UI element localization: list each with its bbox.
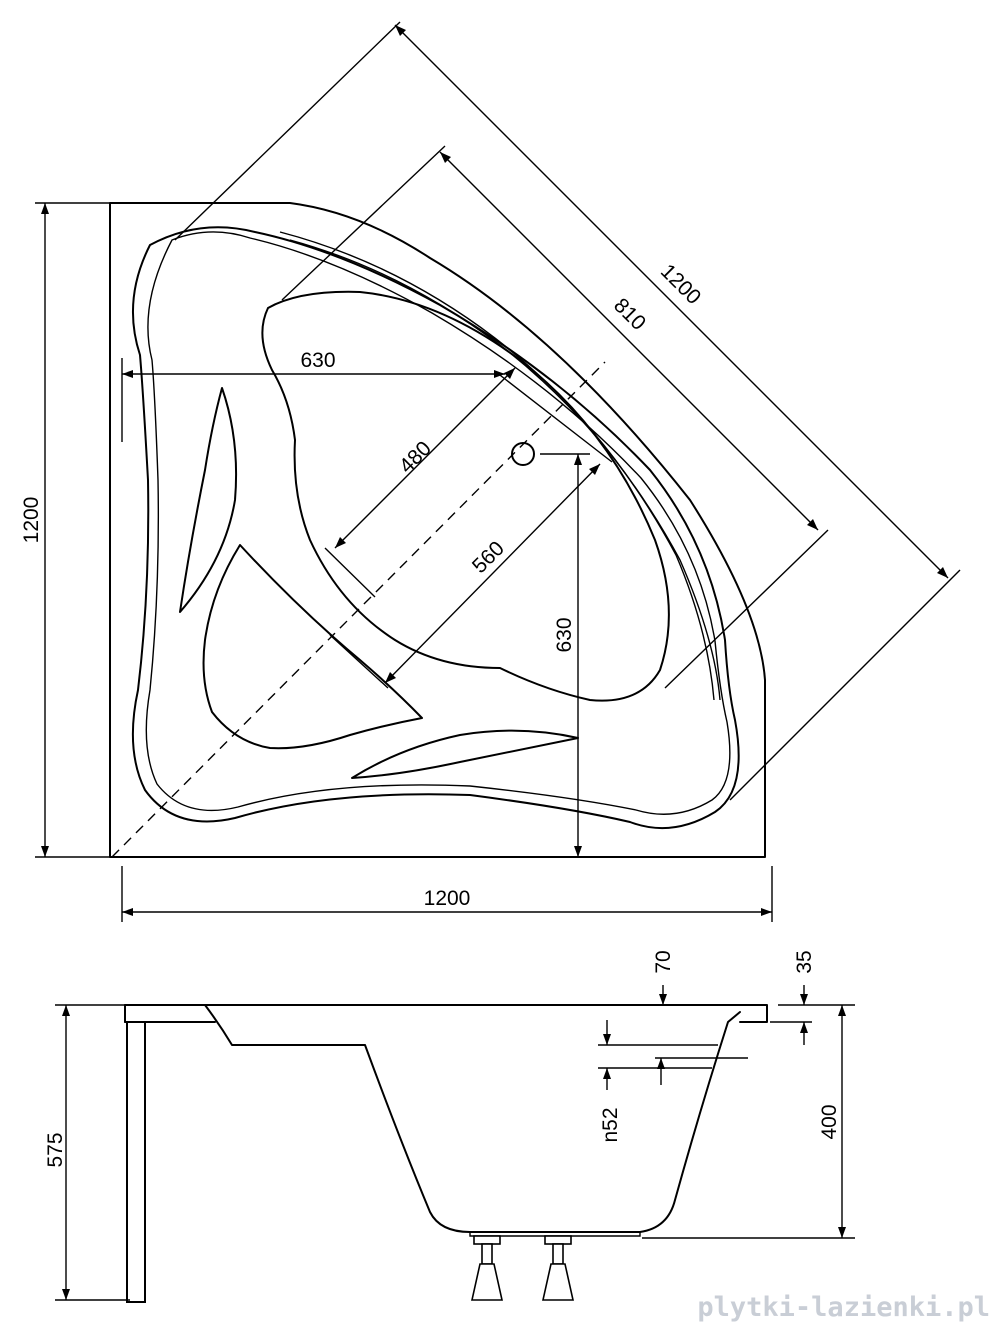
rim-groove-2 (279, 231, 715, 701)
dim-label-diagonal-810: 810 (609, 294, 650, 335)
dim-label-70: 70 (652, 950, 675, 973)
dim-label-width-bottom: 1200 (424, 887, 471, 910)
watermark-text: plytki-lazienki.pl (697, 1292, 990, 1322)
dim-label-n52: n52 (599, 1107, 622, 1142)
side-front-panel (126, 1021, 146, 1303)
dim-label-400: 400 (818, 1104, 841, 1139)
top-view: 1200 1200 630 630 1200 810 (20, 21, 961, 922)
symmetry-axis (111, 361, 606, 858)
dim-label-horizontal-630: 630 (300, 349, 335, 372)
tub-foot-right (542, 1235, 574, 1301)
drain-circle (511, 442, 535, 466)
seat-shape-bottom (351, 729, 579, 779)
dim-label-575: 575 (44, 1132, 67, 1167)
side-basin-profile (204, 1004, 741, 1233)
dim-label-diagonal-outer: 1200 (656, 260, 705, 309)
dim-label-560: 560 (468, 537, 509, 578)
dim-label-height-left: 1200 (20, 497, 43, 544)
seat-shape-left (179, 387, 238, 613)
tub-outer-outline (109, 202, 766, 858)
dim-label-480: 480 (395, 437, 436, 478)
side-view: 575 400 70 35 n52 (44, 950, 855, 1303)
tub-foot-left (471, 1235, 503, 1301)
dim-label-35: 35 (793, 950, 816, 973)
side-rim (124, 1004, 768, 1023)
tub-rim-inner (145, 231, 731, 815)
seat-shape-lower (202, 544, 423, 750)
dim-label-vertical-630: 630 (553, 617, 576, 652)
tub-rim-outline (131, 226, 740, 830)
basin-main (261, 290, 670, 702)
